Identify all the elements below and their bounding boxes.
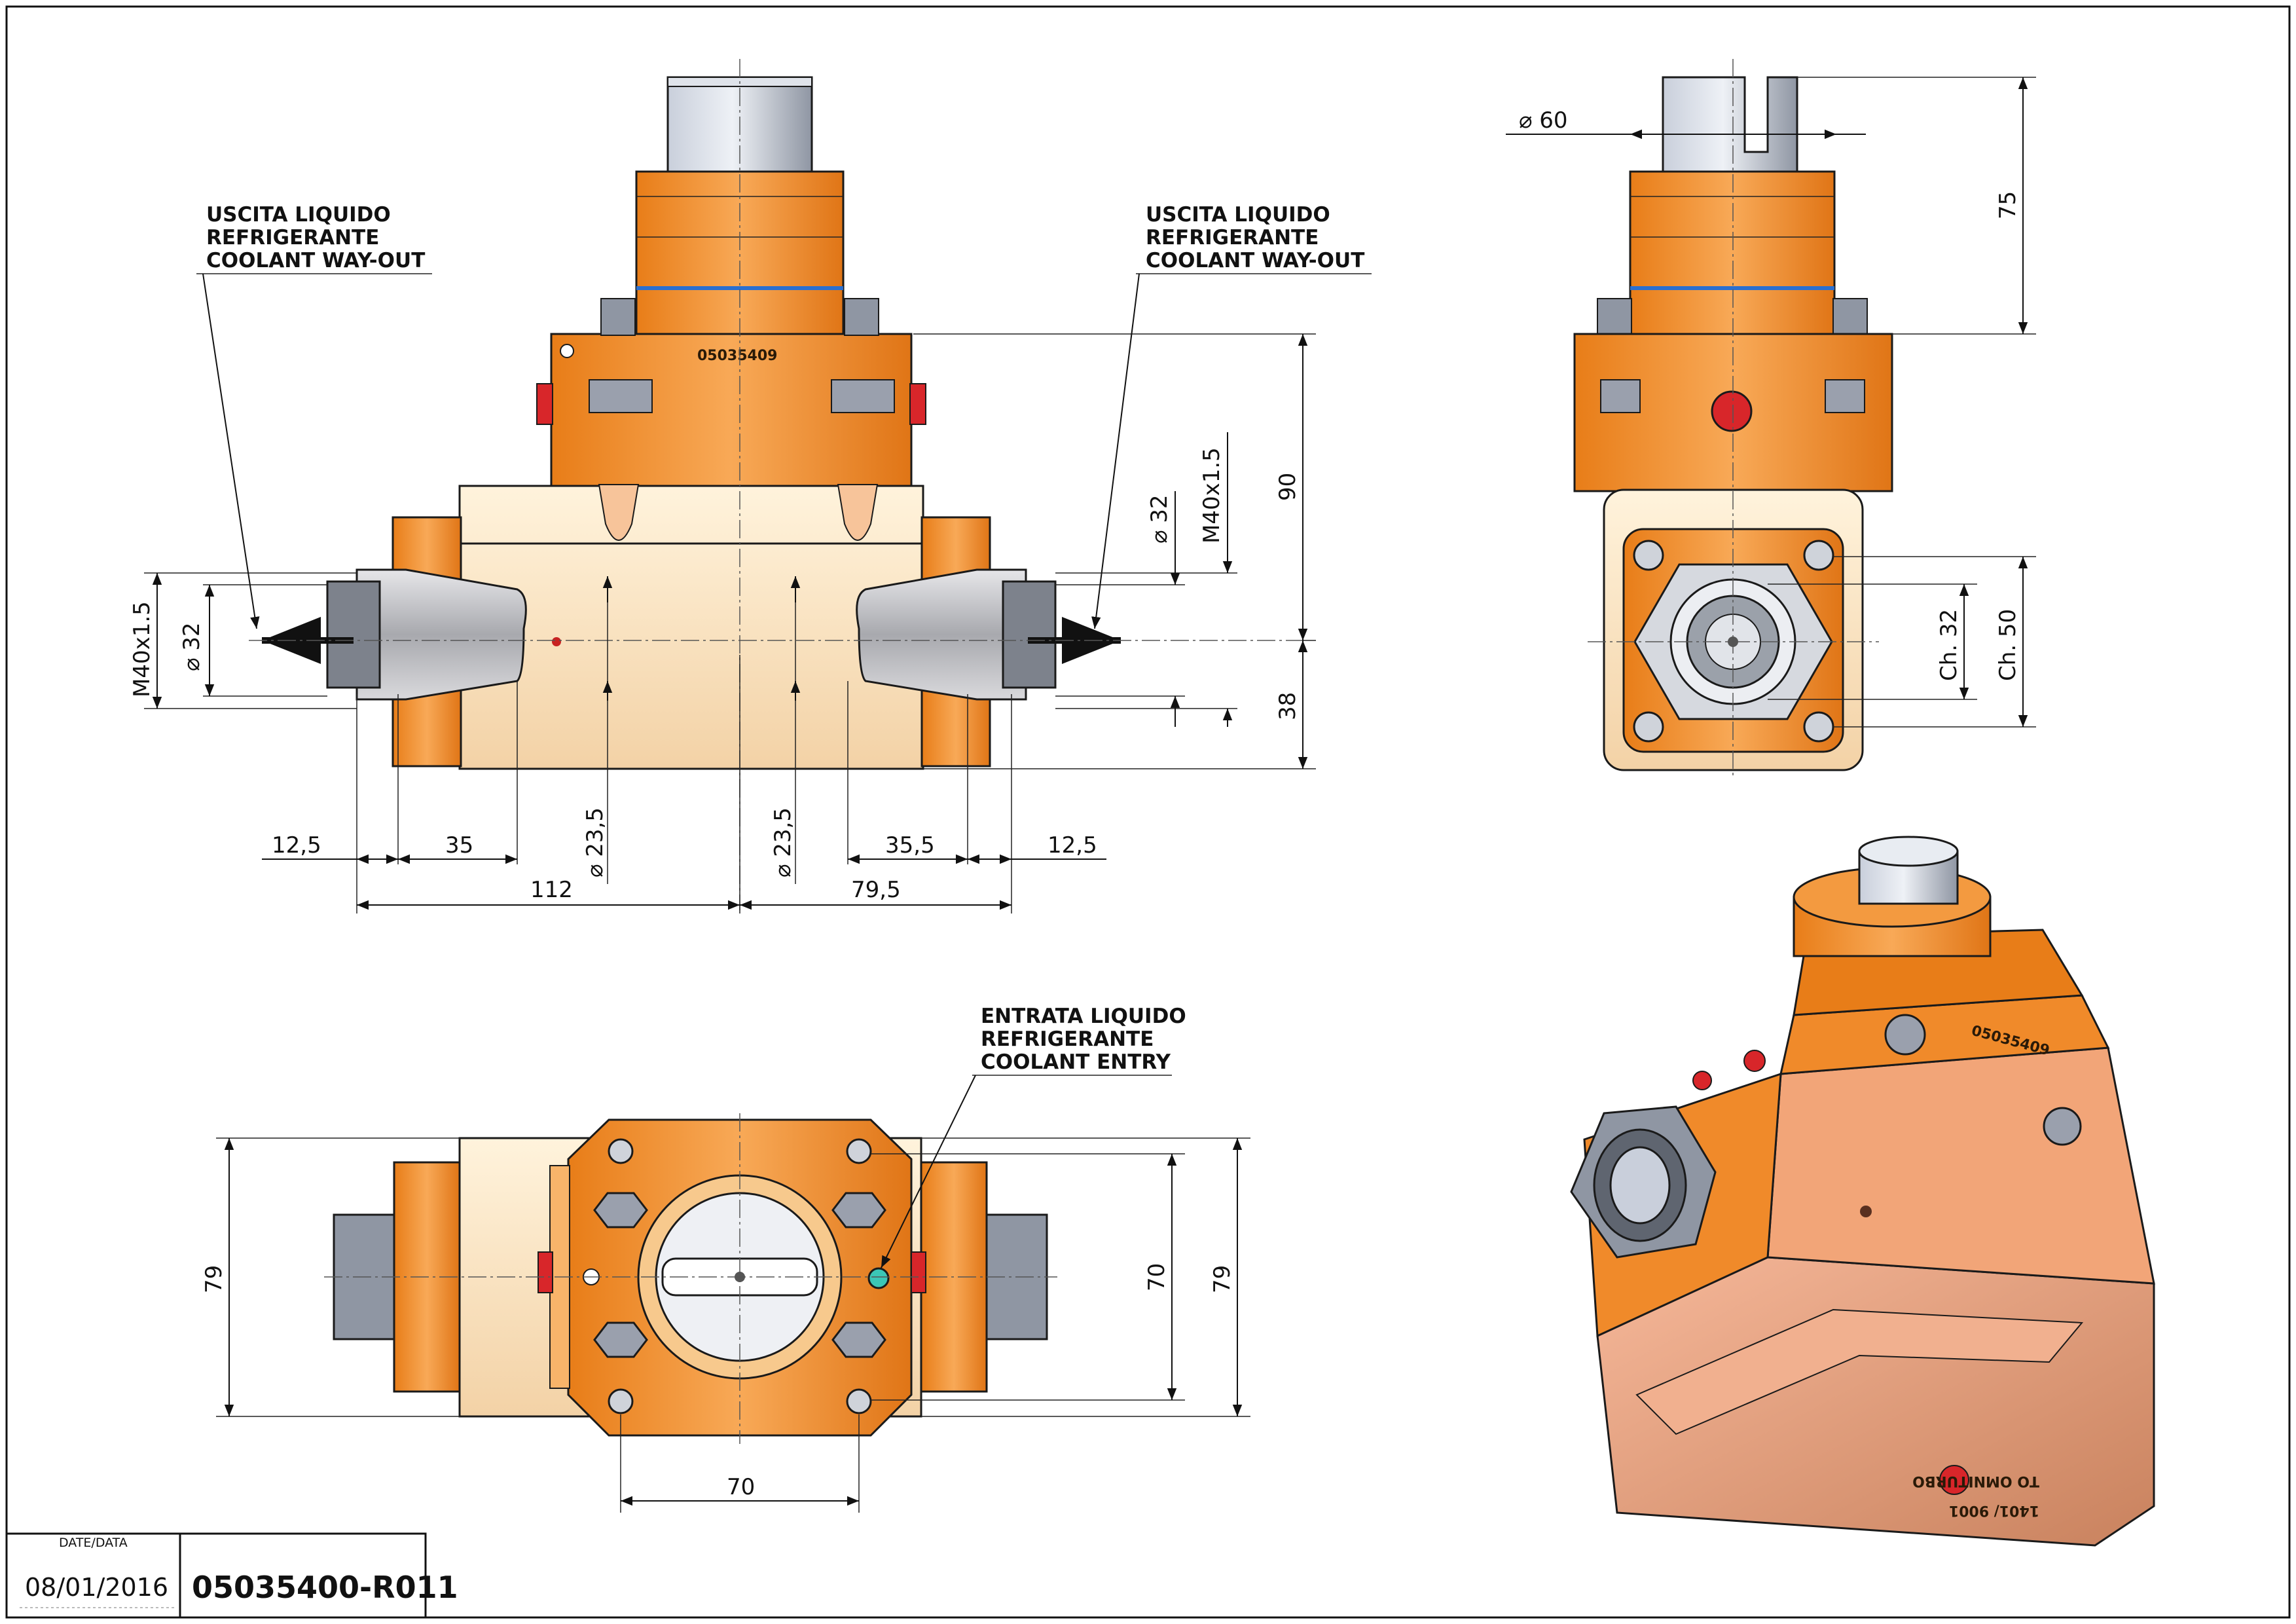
coolant-entry-port — [867, 1267, 890, 1289]
dim-total-112: 112 — [530, 877, 573, 903]
svg-text:REFRIGERANTE: REFRIGERANTE — [981, 1027, 1154, 1051]
svg-text:REFRIGERANTE: REFRIGERANTE — [1146, 226, 1319, 249]
dim-bottom-70-vertical: 70 — [1144, 1263, 1170, 1291]
front-part-marking: 05035409 — [697, 348, 777, 364]
bottom-view — [324, 1113, 1057, 1444]
svg-text:REFRIGERANTE: REFRIGERANTE — [206, 226, 379, 249]
side-view-dimensions: ⌀ 60 75 Ch. 32 Ch. 50 — [1506, 77, 2036, 728]
red-plug-right — [909, 383, 926, 425]
dim-left-35: 35 — [445, 832, 473, 858]
front-right-nozzle — [856, 568, 1027, 701]
dim-height-38: 38 — [1275, 692, 1301, 720]
title-date-value: 08/01/2016 — [25, 1573, 168, 1602]
dim-dia-60: ⌀ 60 — [1519, 107, 1568, 134]
svg-text:COOLANT ENTRY: COOLANT ENTRY — [981, 1050, 1171, 1074]
dim-bottom-79-left: 79 — [201, 1265, 227, 1293]
dim-left-dia-23-5: ⌀ 23,5 — [582, 807, 608, 877]
dim-bottom-79-right: 79 — [1209, 1265, 1235, 1293]
svg-text:ENTRATA LIQUIDO: ENTRATA LIQUIDO — [981, 1005, 1186, 1028]
sheet-border — [5, 5, 2291, 1619]
red-plug-left — [536, 383, 553, 425]
dim-right-35-5: 35,5 — [885, 832, 935, 858]
title-drawing-code: 05035400-R011 — [192, 1570, 458, 1605]
dim-right-12-5: 12,5 — [1048, 832, 1097, 858]
dim-height-75: 75 — [1995, 191, 2021, 219]
dim-left-12-5: 12,5 — [272, 832, 321, 858]
dim-wrench-50: Ch. 50 — [1995, 609, 2021, 681]
iso-side-marking: TO OMNITURBO — [1912, 1473, 2039, 1489]
dim-left-dia-32: ⌀ 32 — [179, 622, 205, 671]
title-block: DATE/DATA 08/01/2016 05035400-R011 — [5, 1532, 458, 1619]
svg-text:USCITA LIQUIDO: USCITA LIQUIDO — [206, 203, 391, 227]
svg-text:COOLANT WAY-OUT: COOLANT WAY-OUT — [1146, 249, 1364, 272]
svg-text:COOLANT WAY-OUT: COOLANT WAY-OUT — [206, 249, 425, 272]
iso-serial-marking: 1401/ 9001 — [1949, 1502, 2039, 1519]
front-view: 05035409 — [249, 59, 1303, 910]
dim-height-90: 90 — [1275, 473, 1301, 501]
side-shank — [1662, 76, 1798, 177]
front-left-nozzle — [355, 568, 527, 701]
note-coolant-out-right: USCITA LIQUIDO REFRIGERANTE COOLANT WAY-… — [1091, 203, 1372, 629]
side-view — [1573, 59, 1893, 779]
dim-bottom-70-horizontal: 70 — [727, 1474, 755, 1500]
side-red-plug — [1711, 390, 1753, 432]
dim-right-dia-23-5: ⌀ 23,5 — [770, 807, 796, 877]
dim-wrench-32: Ch. 32 — [1936, 609, 1962, 681]
dim-left-thread: M40x1.5 — [129, 601, 155, 697]
bottom-view-dimensions: 79 70 79 70 — [201, 1137, 1250, 1513]
note-coolant-entry: ENTRATA LIQUIDO REFRIGERANTE COOLANT ENT… — [881, 1005, 1186, 1268]
dim-right-thread: M40x1.5 — [1199, 447, 1225, 544]
iso-side-face — [1766, 1046, 2155, 1285]
side-upper-body — [1629, 170, 1836, 337]
front-main-body — [458, 485, 924, 770]
dim-right-dia-32: ⌀ 32 — [1146, 494, 1173, 544]
dim-total-79-5: 79,5 — [851, 877, 901, 903]
front-view-dimensions: 12,5 35 35,5 12,5 112 79,5 ⌀ 23,5 ⌀ 23,5… — [129, 333, 1316, 913]
title-date-label: DATE/DATA — [59, 1536, 128, 1550]
svg-text:USCITA LIQUIDO: USCITA LIQUIDO — [1146, 203, 1330, 227]
iso-red-plug — [1939, 1465, 1969, 1495]
isometric-view: 05035409 TO OMNITURBO 1401/ 9001 — [1570, 836, 2155, 1547]
note-coolant-out-left: USCITA LIQUIDO REFRIGERANTE COOLANT WAY-… — [196, 203, 432, 629]
